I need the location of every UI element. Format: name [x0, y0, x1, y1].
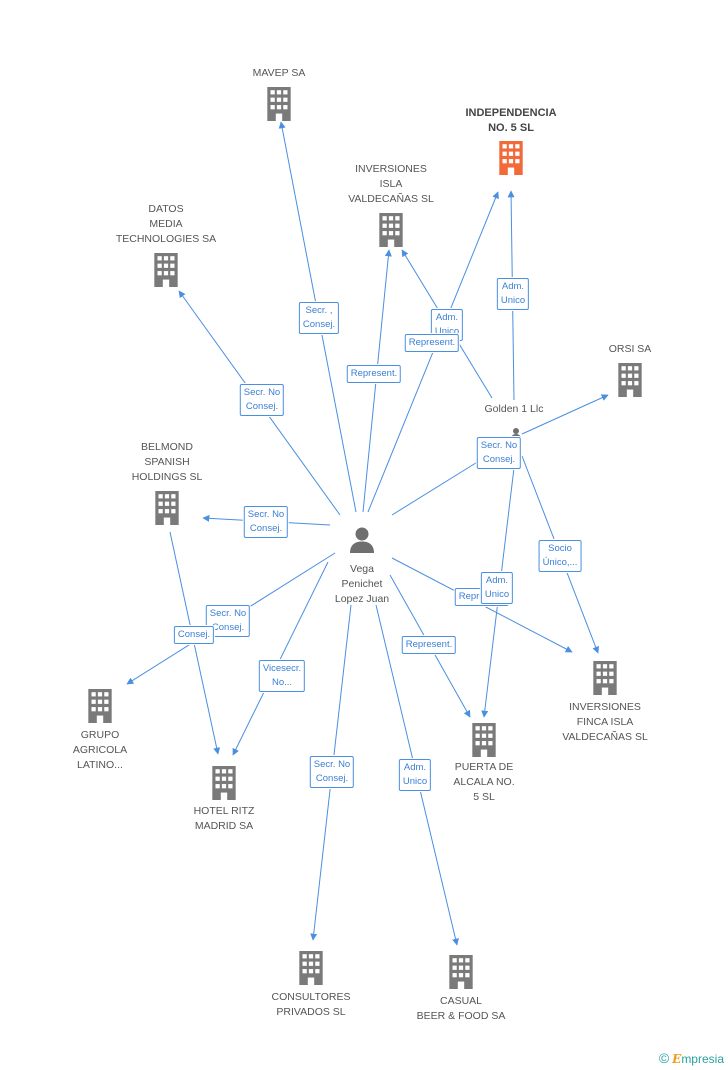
node-inversiones_isla-building-icon[interactable] [375, 213, 407, 247]
node-mavep-label[interactable]: MAVEP SA [252, 67, 306, 79]
edge-label-golden-to-inversiones_finca[interactable]: Socio Único,... [538, 540, 582, 572]
node-inversiones_finca-label[interactable]: INVERSIONES FINCA ISLA VALDECAÑAS SL [562, 701, 648, 743]
node-ritz-label[interactable]: HOTEL RITZ MADRID SA [193, 805, 255, 832]
node-consultores-building-icon[interactable] [295, 951, 327, 985]
edge-label-vega-to-golden[interactable]: Secr. No Consej. [476, 437, 522, 469]
node-orsi-building-icon[interactable] [614, 363, 646, 397]
node-grupo-building-icon[interactable] [84, 689, 116, 723]
brand-logo-initial: E [672, 1052, 682, 1066]
edge-label-vega-to-mavep[interactable]: Secr. , Consej. [298, 302, 340, 334]
brand-logo-text: mpresia [681, 1052, 724, 1066]
center-person-icon[interactable] [347, 525, 377, 555]
node-puerta-label[interactable]: PUERTA DE ALCALA NO. 5 SL [453, 761, 515, 803]
node-puerta-building-icon[interactable] [468, 723, 500, 757]
node-casual-building-icon[interactable] [445, 955, 477, 989]
node-orsi-label[interactable]: ORSI SA [608, 343, 652, 355]
edge-label-vega-to-casual[interactable]: Adm. Unico [398, 759, 432, 791]
center-person-label[interactable]: Vega Penichet Lopez Juan [334, 563, 390, 605]
edge-label-vega-to-puerta[interactable]: Represent. [401, 636, 457, 654]
node-casual-label[interactable]: CASUAL BEER & FOOD SA [416, 995, 506, 1022]
node-inversiones_finca-building-icon[interactable] [589, 661, 621, 695]
edge-label-vega-to-consultores[interactable]: Secr. No Consej. [309, 756, 355, 788]
edge-vega-to-ritz [232, 561, 329, 756]
node-independencia-label[interactable]: INDEPENDENCIA NO. 5 SL [465, 107, 557, 134]
node-mavep-building-icon[interactable] [263, 87, 295, 121]
node-datos-label[interactable]: DATOS MEDIA TECHNOLOGIES SA [115, 203, 217, 245]
node-consultores-label[interactable]: CONSULTORES PRIVADOS SL [271, 991, 351, 1018]
node-belmond-label[interactable]: BELMOND SPANISH HOLDINGS SL [131, 441, 203, 483]
node-inversiones_isla-label[interactable]: INVERSIONES ISLA VALDECAÑAS SL [348, 163, 434, 205]
edge-label-vega-to-datos[interactable]: Secr. No Consej. [239, 384, 285, 416]
edge-label-golden-to-puerta[interactable]: Adm. Unico [480, 572, 514, 604]
node-grupo-label[interactable]: GRUPO AGRICOLA LATINO... [72, 729, 128, 771]
node-golden-label[interactable]: Golden 1 Llc [484, 403, 544, 415]
copyright-symbol: © [658, 1050, 670, 1066]
edge-golden-to-orsi [521, 394, 609, 435]
edge-label-golden-to-independencia[interactable]: Adm. Unico [496, 278, 530, 310]
edge-label-vega-to-inversiones_isla[interactable]: Represent. [346, 365, 402, 383]
edge-vega-to-independencia [367, 191, 499, 513]
edge-label-belmond-to-ritz[interactable]: Consej. [173, 626, 215, 644]
edge-label-golden-to-inversiones_isla[interactable]: Represent. [404, 334, 460, 352]
node-belmond-building-icon[interactable] [151, 491, 183, 525]
node-independencia-building-icon[interactable] [495, 141, 527, 175]
edge-label-vega-to-ritz[interactable]: Vicesecr. No... [258, 660, 306, 692]
node-datos-building-icon[interactable] [150, 253, 182, 287]
node-ritz-building-icon[interactable] [208, 766, 240, 800]
edge-label-vega-to-belmond[interactable]: Secr. No Consej. [243, 506, 289, 538]
footer-brand: ©Empresia [659, 1050, 724, 1066]
